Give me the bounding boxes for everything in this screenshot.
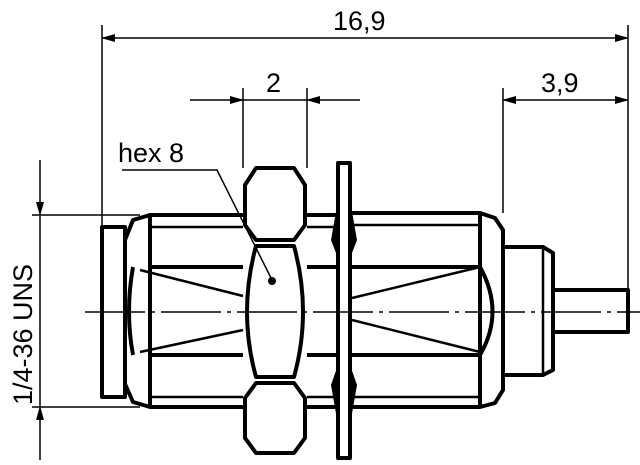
dim-text-pin: 3,9 [541, 68, 579, 98]
dim-text-nut: 2 [266, 68, 281, 98]
dim-text-thread: 1/4-36 UNS [8, 264, 38, 405]
rear-body [351, 211, 505, 409]
hex-leader [122, 169, 273, 281]
rear-step [503, 245, 555, 377]
front-body [123, 213, 244, 409]
hex-nut [243, 166, 307, 455]
dim-text-overall: 16,9 [333, 6, 386, 36]
hex-label: hex 8 [118, 138, 184, 168]
middle-body [307, 213, 337, 409]
hex-leader-dot [268, 277, 276, 285]
center-pin [551, 288, 630, 334]
lock-washer [331, 161, 357, 460]
